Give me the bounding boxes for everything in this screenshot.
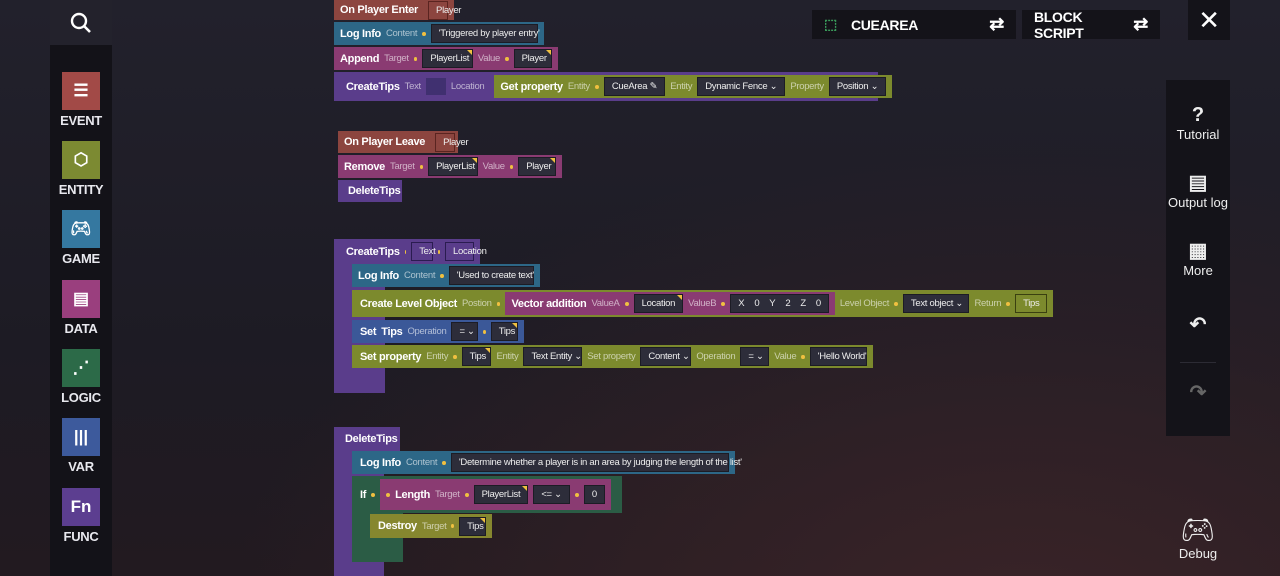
help-book-icon: ? <box>1191 104 1205 126</box>
category-logic[interactable]: ⋰LOGIC <box>61 349 101 405</box>
level-object-select[interactable]: Text object <box>902 294 970 313</box>
category-entity[interactable]: ⬡ENTITY <box>59 141 104 197</box>
entity-icon: ⬡ <box>62 141 100 179</box>
operation-select[interactable]: = <box>740 347 770 366</box>
category-var[interactable]: |||VAR <box>61 418 101 474</box>
redo-icon: ↷ <box>1189 382 1207 404</box>
property-select[interactable]: Position <box>828 77 887 96</box>
category-data[interactable]: ▤DATA <box>61 280 101 336</box>
function-icon: Fn <box>62 488 100 526</box>
gamepad-icon: 🎮︎ <box>62 210 100 248</box>
gamepad-icon: 🎮︎ <box>1180 514 1216 545</box>
search-icon <box>70 12 91 33</box>
delete-tips-call-block[interactable]: DeleteTips <box>338 180 402 202</box>
bars-icon: ||| <box>62 418 100 456</box>
undo-button[interactable]: ↶ <box>1166 312 1230 337</box>
block-category-sidebar: ☰EVENT ⬡ENTITY 🎮︎GAME ▤DATA ⋰LOGIC |||VA… <box>50 0 112 576</box>
entity-switch-button[interactable]: ⬚CUEAREA⇄ <box>812 10 1016 39</box>
swap-icon: ⇄ <box>1133 14 1148 34</box>
eyedropper-icon: ✎ <box>649 81 658 92</box>
debug-button[interactable]: 🎮︎Debug <box>1166 514 1230 561</box>
category-event[interactable]: ☰EVENT <box>60 72 102 128</box>
divider <box>1180 362 1216 363</box>
redo-button[interactable]: ↷ <box>1166 380 1230 405</box>
tutorial-button[interactable]: ?Tutorial <box>1166 104 1230 142</box>
share-icon: ⋰ <box>62 349 100 387</box>
mode-switch-button[interactable]: BLOCK SCRIPT⇄ <box>1022 9 1160 41</box>
clipboard-icon: ▤ <box>1188 172 1208 194</box>
search-button[interactable] <box>50 0 112 45</box>
close-icon: ✕ <box>1198 4 1220 35</box>
grid-icon: ▦ <box>1188 240 1208 262</box>
output-log-button[interactable]: ▤Output log <box>1168 172 1228 210</box>
cube-icon: ⬚ <box>824 16 837 32</box>
save-icon: ▤ <box>62 280 100 318</box>
entity-type-select[interactable]: Text Entity <box>523 347 583 366</box>
tool-panel: ?Tutorial ▤Output log ▦More ↶ ↷ <box>1166 80 1230 436</box>
delete-tips-function-header[interactable]: DeleteTips <box>334 427 400 451</box>
swap-icon: ⇄ <box>989 14 1004 34</box>
event-icon: ☰ <box>62 72 100 110</box>
operation-select[interactable]: = <box>451 322 478 341</box>
undo-icon: ↶ <box>1189 314 1207 336</box>
close-button[interactable]: ✕ <box>1188 0 1230 40</box>
category-game[interactable]: 🎮︎GAME <box>61 210 101 266</box>
entity-picker[interactable]: CueArea ✎ <box>603 77 666 96</box>
comparison-select[interactable]: <= <box>533 485 570 504</box>
more-button[interactable]: ▦More <box>1166 238 1230 278</box>
entity-type-select[interactable]: Dynamic Fence <box>697 77 786 96</box>
property-select[interactable]: Content <box>640 347 692 366</box>
